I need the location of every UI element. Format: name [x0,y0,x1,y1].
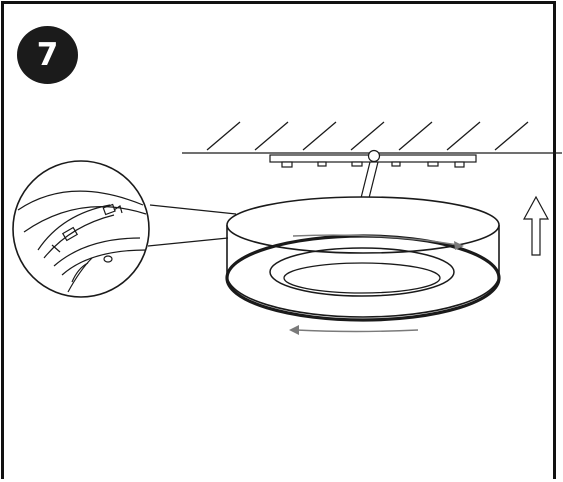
ring-ceiling-light-icon [225,196,501,322]
step-number-badge: 7 [17,26,78,84]
cable [360,161,379,199]
up-arrow-icon [522,195,550,256]
ceiling-hatch-icon [182,121,562,154]
rotate-arrow-icon [292,234,464,250]
mounting-plate-icon [269,149,477,168]
rotate-arrow-icon-bottom [289,325,419,335]
step-frame [1,1,556,479]
detail-magnifier-icon [12,160,237,298]
step-number: 7 [36,37,59,73]
